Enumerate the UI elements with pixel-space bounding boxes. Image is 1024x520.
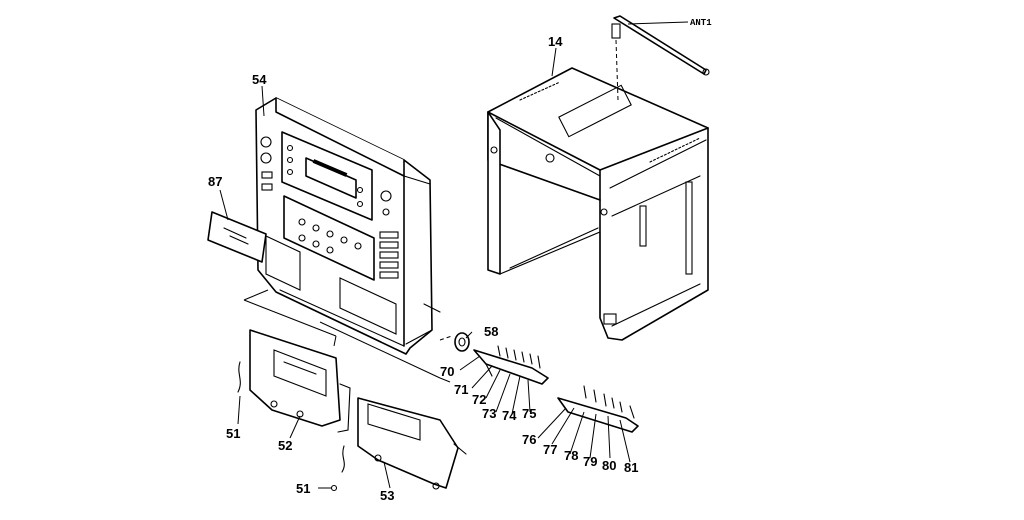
callout-54: 54 [252, 72, 267, 87]
callout-73: 73 [482, 406, 496, 421]
button-strip-lower [557, 385, 639, 433]
rear-cabinet [487, 67, 709, 341]
assembly-guides [243, 289, 453, 383]
knob [454, 332, 470, 352]
callout-ant1: ANT1 [690, 18, 712, 28]
window-plate [207, 211, 267, 263]
callout-58: 58 [484, 324, 498, 339]
callout-78: 78 [564, 448, 578, 463]
button-strip-upper [473, 345, 549, 385]
callout-77: 77 [543, 442, 557, 457]
callout-87: 87 [208, 174, 222, 189]
callout-71: 71 [454, 382, 468, 397]
callout-75: 75 [522, 406, 536, 421]
callout-53: 53 [380, 488, 394, 503]
callout-72: 72 [472, 392, 486, 407]
callout-81: 81 [624, 460, 638, 475]
callout-79: 79 [583, 454, 597, 469]
cassette-door-right [357, 397, 467, 490]
callout-51-left: 51 [226, 426, 240, 441]
callout-70: 70 [440, 364, 454, 379]
front-panel [255, 97, 441, 355]
callout-76: 76 [522, 432, 536, 447]
leader-lines [219, 21, 689, 489]
antenna-wire [611, 15, 710, 101]
cassette-door-left [249, 329, 351, 433]
callout-51-right: 51 [296, 481, 310, 496]
callout-14: 14 [548, 34, 563, 49]
callout-74: 74 [502, 408, 517, 423]
callout-52: 52 [278, 438, 292, 453]
callout-80: 80 [602, 458, 616, 473]
